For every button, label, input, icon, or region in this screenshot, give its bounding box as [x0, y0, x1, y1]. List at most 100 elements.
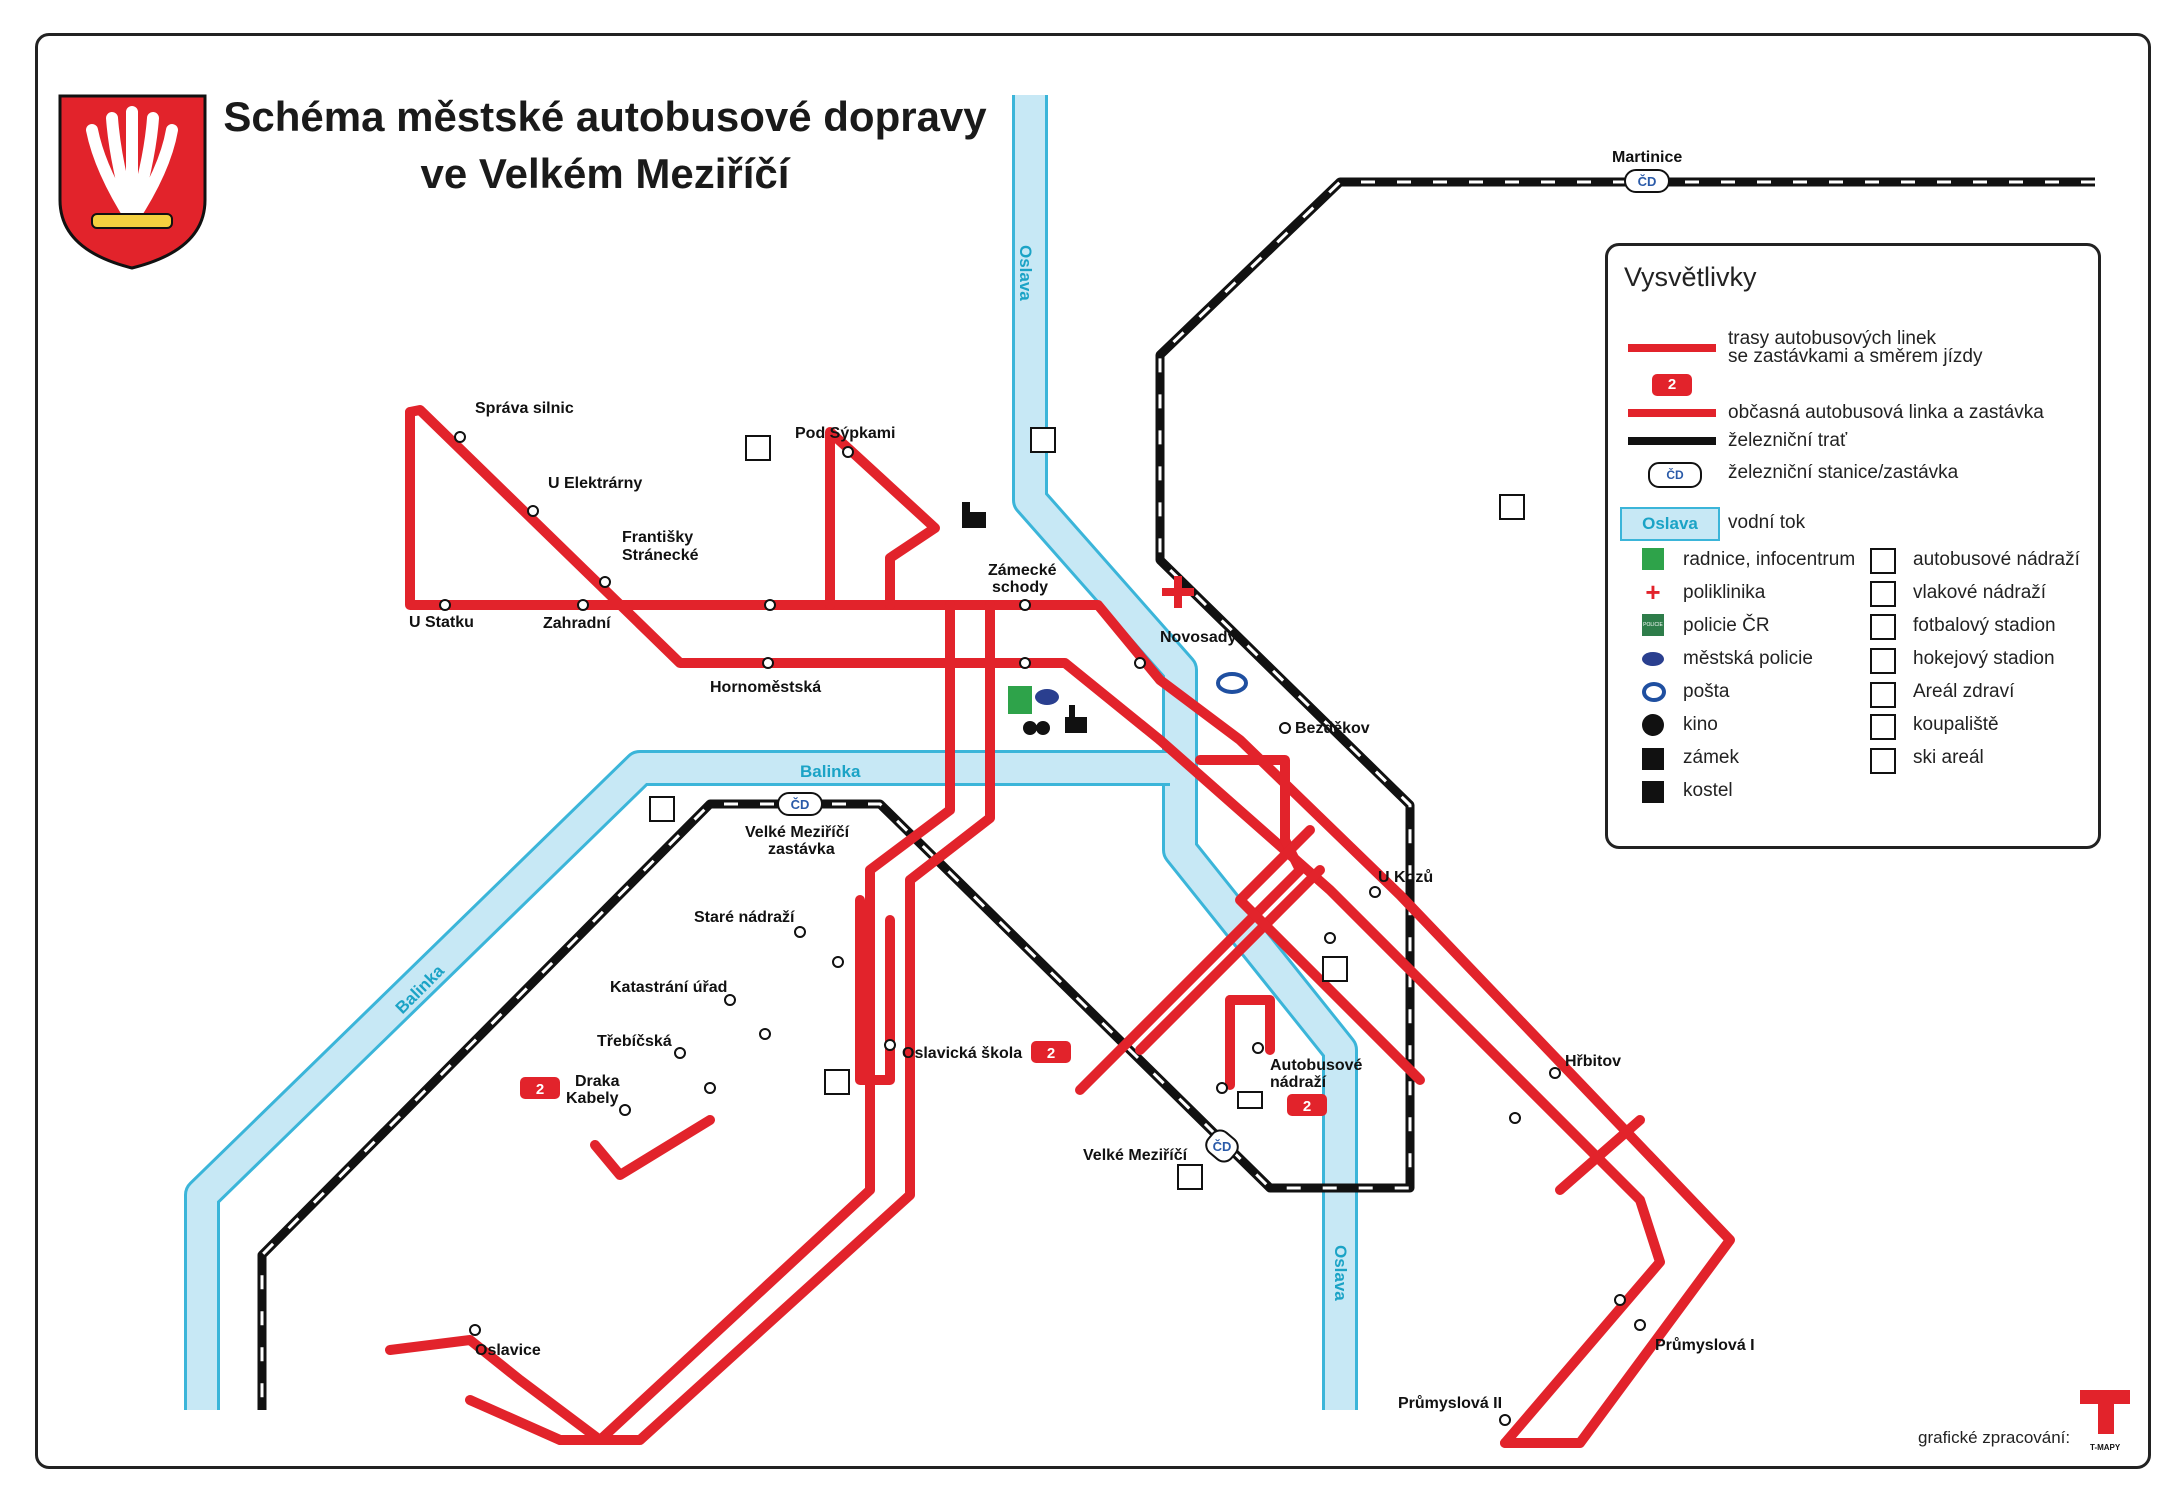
svg-text:2: 2	[536, 1081, 544, 1098]
legend-poi-r3: hokejový stadion	[1913, 648, 2055, 669]
stop-autobusove: Autobusové	[1270, 1057, 1363, 1074]
legend-poi-r6: ski areál	[1913, 747, 1984, 768]
svg-text:2: 2	[1047, 1045, 1055, 1062]
stop-draka: Draka	[575, 1073, 620, 1090]
police-icon	[1035, 689, 1059, 705]
stop-u-statku: U Statku	[409, 614, 474, 631]
stop-stare-nadrazi: Staré nádraží	[694, 909, 795, 926]
cd-logo-text: ČD ČD ČD	[791, 174, 1657, 1154]
legend-poi-5: kino	[1683, 714, 1718, 735]
railway-symbol-icon	[1628, 437, 1716, 445]
occasional-line-symbol-icon	[1628, 409, 1716, 417]
stop-oslavice: Oslavice	[475, 1342, 541, 1359]
legend-poi-6: zámek	[1683, 747, 1739, 768]
legend-station: železniční stanice/zastávka	[1728, 462, 1959, 483]
castle-legend-icon	[1642, 748, 1664, 770]
title-line-2: ve Velkém Meziříčí	[420, 150, 790, 197]
stop-zahradni: Zahradní	[543, 615, 611, 632]
svg-text:2: 2	[1303, 1098, 1311, 1115]
swimming-legend-icon	[1870, 714, 1896, 740]
poi-icons	[649, 427, 1525, 1190]
coat-of-arms-icon	[58, 94, 207, 270]
bus-station-legend-icon	[1870, 548, 1896, 574]
page-title: Schéma městské autobusové dopravy ve Vel…	[210, 88, 1000, 202]
hospital-icon	[1162, 576, 1194, 608]
stop-pod-sypkami: Pod Sýpkami	[795, 425, 895, 442]
legend-poi-0: radnice, infocentrum	[1683, 549, 1856, 570]
bus-routes	[385, 405, 1735, 1448]
legend-poi-7: kostel	[1683, 780, 1733, 801]
stop-prumyslova2: Průmyslová II	[1398, 1395, 1502, 1412]
river-label-balinka: Balinka	[800, 762, 861, 781]
title-line-1: Schéma městské autobusové dopravy	[223, 93, 987, 140]
stop-frantisky: Františky	[622, 529, 693, 546]
stop-hrbitov: Hřbitov	[1565, 1053, 1621, 1070]
bus-route-symbol-icon	[1628, 344, 1716, 352]
svg-text:ČD: ČD	[791, 797, 810, 812]
stop-u-kozu: U Kozů	[1378, 869, 1433, 886]
svg-text:ČD: ČD	[1638, 174, 1657, 189]
stop-markers	[439, 431, 1646, 1426]
legend-poi-4: pošta	[1683, 681, 1730, 702]
line-badge-text: 2 2 2	[536, 1045, 1311, 1115]
line-badge-icon: 2	[1652, 374, 1692, 396]
credit: grafické zpracování:	[1918, 1428, 2071, 1447]
river-symbol-icon: Oslava	[1620, 507, 1720, 541]
church-icon	[1065, 705, 1087, 733]
river-balinka	[184, 750, 1170, 1410]
stop-u-elektrarny: U Elektrárny	[548, 475, 642, 492]
legend-river: vodní tok	[1728, 512, 1806, 533]
legend-railway: železniční trať	[1728, 430, 1848, 451]
stop-martinice: Martinice	[1612, 149, 1682, 166]
stop-frantisky-2: Stránecké	[622, 547, 699, 564]
station-symbol-icon: ČD	[1648, 462, 1702, 488]
city-police-legend-icon	[1642, 652, 1664, 666]
stop-oslavicka: Oslavická škola	[902, 1045, 1022, 1062]
stop-trebicska: Třebíčská	[597, 1033, 672, 1050]
legend-poi-r1: vlakové nádraží	[1913, 582, 2047, 603]
health-area-legend-icon	[1870, 682, 1896, 708]
stop-zamecke-2: schody	[992, 579, 1048, 596]
post-legend-icon	[1642, 682, 1666, 702]
stop-autobusove-2: nádraží	[1270, 1074, 1327, 1091]
info-icon	[1008, 686, 1032, 714]
tmapy-logo-icon	[2080, 1390, 2130, 1434]
legend-title: Vysvětlivky	[1624, 262, 1757, 292]
railway	[257, 177, 2095, 1410]
river-label-oslava-2: Oslava	[1331, 1245, 1350, 1301]
cinema-legend-icon	[1642, 714, 1664, 736]
river-label-oslava: Oslava	[1016, 245, 1035, 301]
legend-poi-r0: autobusové nádraží	[1913, 549, 2080, 570]
legend-poi-2: policie ČR	[1683, 615, 1770, 636]
station-icon	[777, 169, 1670, 1163]
hockey-legend-icon	[1870, 648, 1896, 674]
church-legend-icon	[1642, 781, 1664, 803]
police-legend-icon: POLICIE	[1642, 614, 1664, 636]
train-station-legend-icon	[1870, 581, 1896, 607]
legend-occasional: občasná autobusová linka a zastávka	[1728, 402, 2044, 423]
svg-text:ČD: ČD	[1213, 1139, 1232, 1154]
stop-labels: Správa silnic U Elektrárny Františky Str…	[409, 149, 1755, 1412]
stop-hornomestska: Hornoměstská	[710, 679, 821, 696]
tmapy-logo-text: T-MAPY	[2090, 1443, 2121, 1452]
stop-zamecke: Zámecké	[988, 562, 1057, 579]
legend-poi-1: poliklinika	[1683, 582, 1766, 603]
stop-prumyslova1: Průmyslová I	[1655, 1337, 1755, 1354]
stop-novosady: Novosady	[1160, 629, 1237, 646]
football-legend-icon	[1870, 614, 1896, 640]
stop-katastralni: Katastrání úřad	[610, 979, 727, 996]
stop-vm-zastavka: Velké Meziříčí	[745, 824, 850, 841]
stop-bezdekov: Bezděkov	[1295, 720, 1370, 737]
stop-velke-mezirici: Velké Meziříčí	[1083, 1147, 1188, 1164]
line-badge	[520, 1041, 1327, 1116]
stop-vm-zastavka-2: zastávka	[768, 841, 835, 858]
stop-draka-2: Kabely	[566, 1090, 619, 1107]
info-legend-icon	[1642, 548, 1664, 570]
map-frame	[35, 33, 2151, 1469]
legend-poi-r4: Areál zdraví	[1913, 681, 2015, 702]
post-icon	[1216, 672, 1248, 694]
hospital-legend-icon: +	[1645, 577, 1661, 607]
